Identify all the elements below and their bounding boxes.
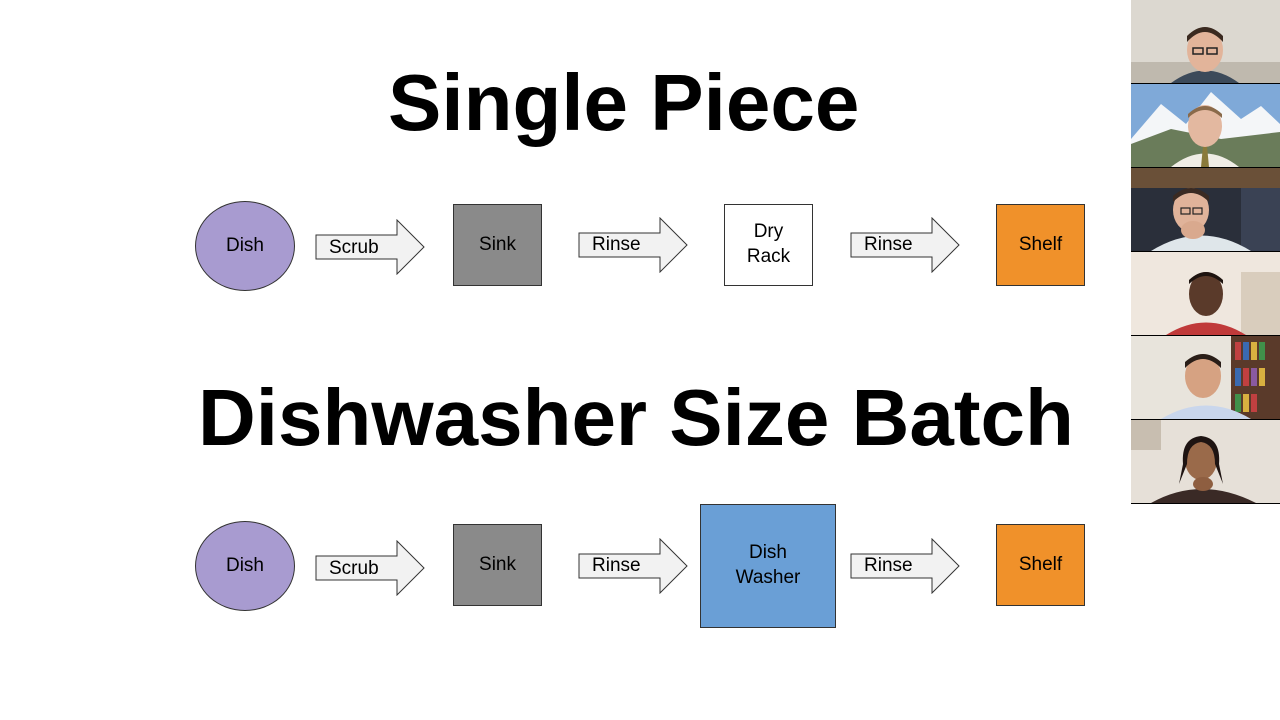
arrow-label-rinse: Rinse [592, 555, 641, 576]
arrow-label-rinse: Rinse [592, 234, 641, 255]
arrow-shape [315, 219, 425, 275]
participant-video-man-hand-chin-icon [1131, 168, 1280, 251]
arrow-shape [578, 217, 688, 273]
rinse-arrow-top-1: Rinse [578, 217, 688, 273]
rinse-arrow-bottom-2: Rinse [850, 538, 960, 594]
participant-video-man-glasses[interactable] [1131, 0, 1280, 83]
participant-video-man-bookshelf-icon [1131, 336, 1280, 419]
dry-rack-node: Dry Rack [724, 204, 813, 286]
shelf-node-bottom: Shelf [996, 524, 1085, 606]
arrow-label-rinse: Rinse [864, 555, 913, 576]
sink-node-bottom: Sink [453, 524, 542, 606]
scrub-arrow-bottom: Scrub [315, 540, 425, 596]
participant-video-man-hand-chin[interactable] [1131, 168, 1280, 251]
arrow-label-rinse: Rinse [864, 234, 913, 255]
arrow-shape [578, 538, 688, 594]
participant-video-man-tie-mountains-icon [1131, 84, 1280, 167]
participant-video-woman[interactable] [1131, 420, 1280, 503]
participant-video-woman-icon [1131, 420, 1280, 503]
participant-video-man-bookshelf[interactable] [1131, 336, 1280, 419]
dish-node-bottom: Dish [195, 521, 295, 611]
arrow-label-scrub: Scrub [329, 237, 379, 258]
participant-video-strip [1131, 0, 1280, 504]
participant-video-man-glasses-icon [1131, 0, 1280, 83]
participant-video-man-red-shirt[interactable] [1131, 252, 1280, 335]
rinse-arrow-top-2: Rinse [850, 217, 960, 273]
arrow-shape [850, 538, 960, 594]
rinse-arrow-bottom-1: Rinse [578, 538, 688, 594]
arrow-label-scrub: Scrub [329, 558, 379, 579]
scrub-arrow-top: Scrub [315, 219, 425, 275]
shelf-node-top: Shelf [996, 204, 1085, 286]
slide-title-single-piece: Single Piece [388, 58, 860, 147]
dish-node-top: Dish [195, 201, 295, 291]
arrow-shape [315, 540, 425, 596]
sink-node-top: Sink [453, 204, 542, 286]
participant-video-man-tie-mountains[interactable] [1131, 84, 1280, 167]
participant-video-man-red-shirt-icon [1131, 252, 1280, 335]
slide-title-dishwasher-batch: Dishwasher Size Batch [198, 373, 1074, 462]
dish-washer-node: Dish Washer [700, 504, 836, 628]
arrow-shape [850, 217, 960, 273]
